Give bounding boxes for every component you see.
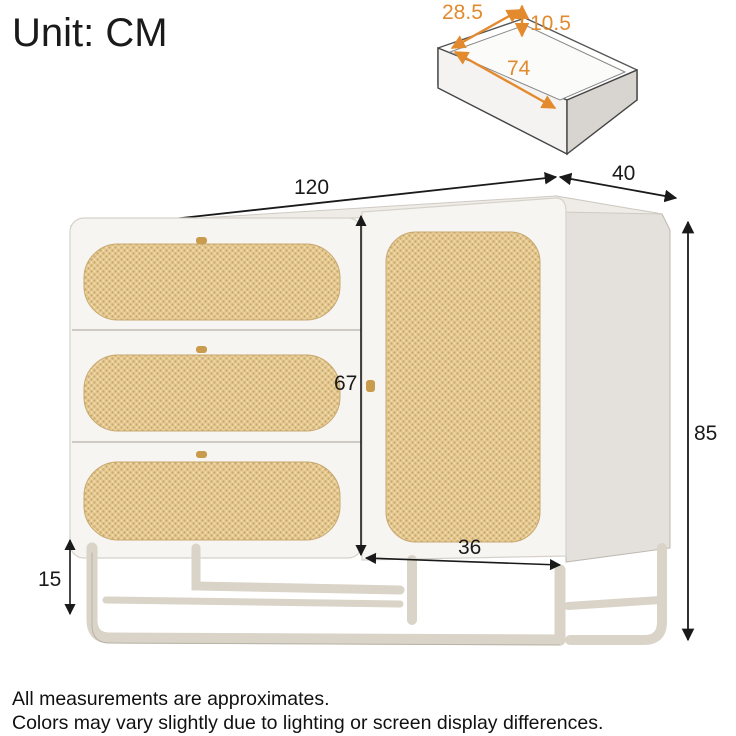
drawer-2-rattan-panel	[83, 354, 341, 432]
drawer-3-rattan-panel	[83, 461, 341, 541]
approximate-measurements-note: All measurements are approximates.	[12, 688, 330, 710]
metal-base-frame	[86, 542, 667, 646]
overall-width-label: 120	[294, 176, 329, 199]
door-width-arrow	[364, 552, 562, 571]
overall-height-label: 85	[694, 422, 717, 445]
door-height-label: 67	[334, 372, 357, 395]
drawer-1-knob	[196, 237, 207, 244]
drawer-1-rattan-panel	[83, 243, 341, 321]
drawer-2-knob	[196, 346, 207, 353]
door-rattan-panel	[385, 231, 541, 543]
color-variation-note: Colors may vary slightly due to lighting…	[12, 712, 604, 734]
drawer-3-knob	[196, 451, 207, 458]
drawer-depth-arrow	[453, 50, 557, 110]
drawer-width-label: 28.5	[442, 1, 483, 24]
drawer-width-arrow	[450, 8, 522, 50]
leg-height-label: 15	[38, 568, 61, 591]
unit-label: Unit: CM	[12, 11, 168, 55]
door-width-label: 36	[458, 536, 481, 559]
overall-depth-arrow	[558, 172, 678, 203]
sideboard-cabinet	[69, 195, 671, 563]
overall-depth-label: 40	[612, 162, 635, 185]
drawer-box-diagram: 28.5 10.5 74	[437, 1, 638, 156]
door-knob	[366, 380, 375, 392]
drawer-height-label: 10.5	[530, 12, 571, 35]
drawer-depth-label: 74	[507, 57, 531, 80]
